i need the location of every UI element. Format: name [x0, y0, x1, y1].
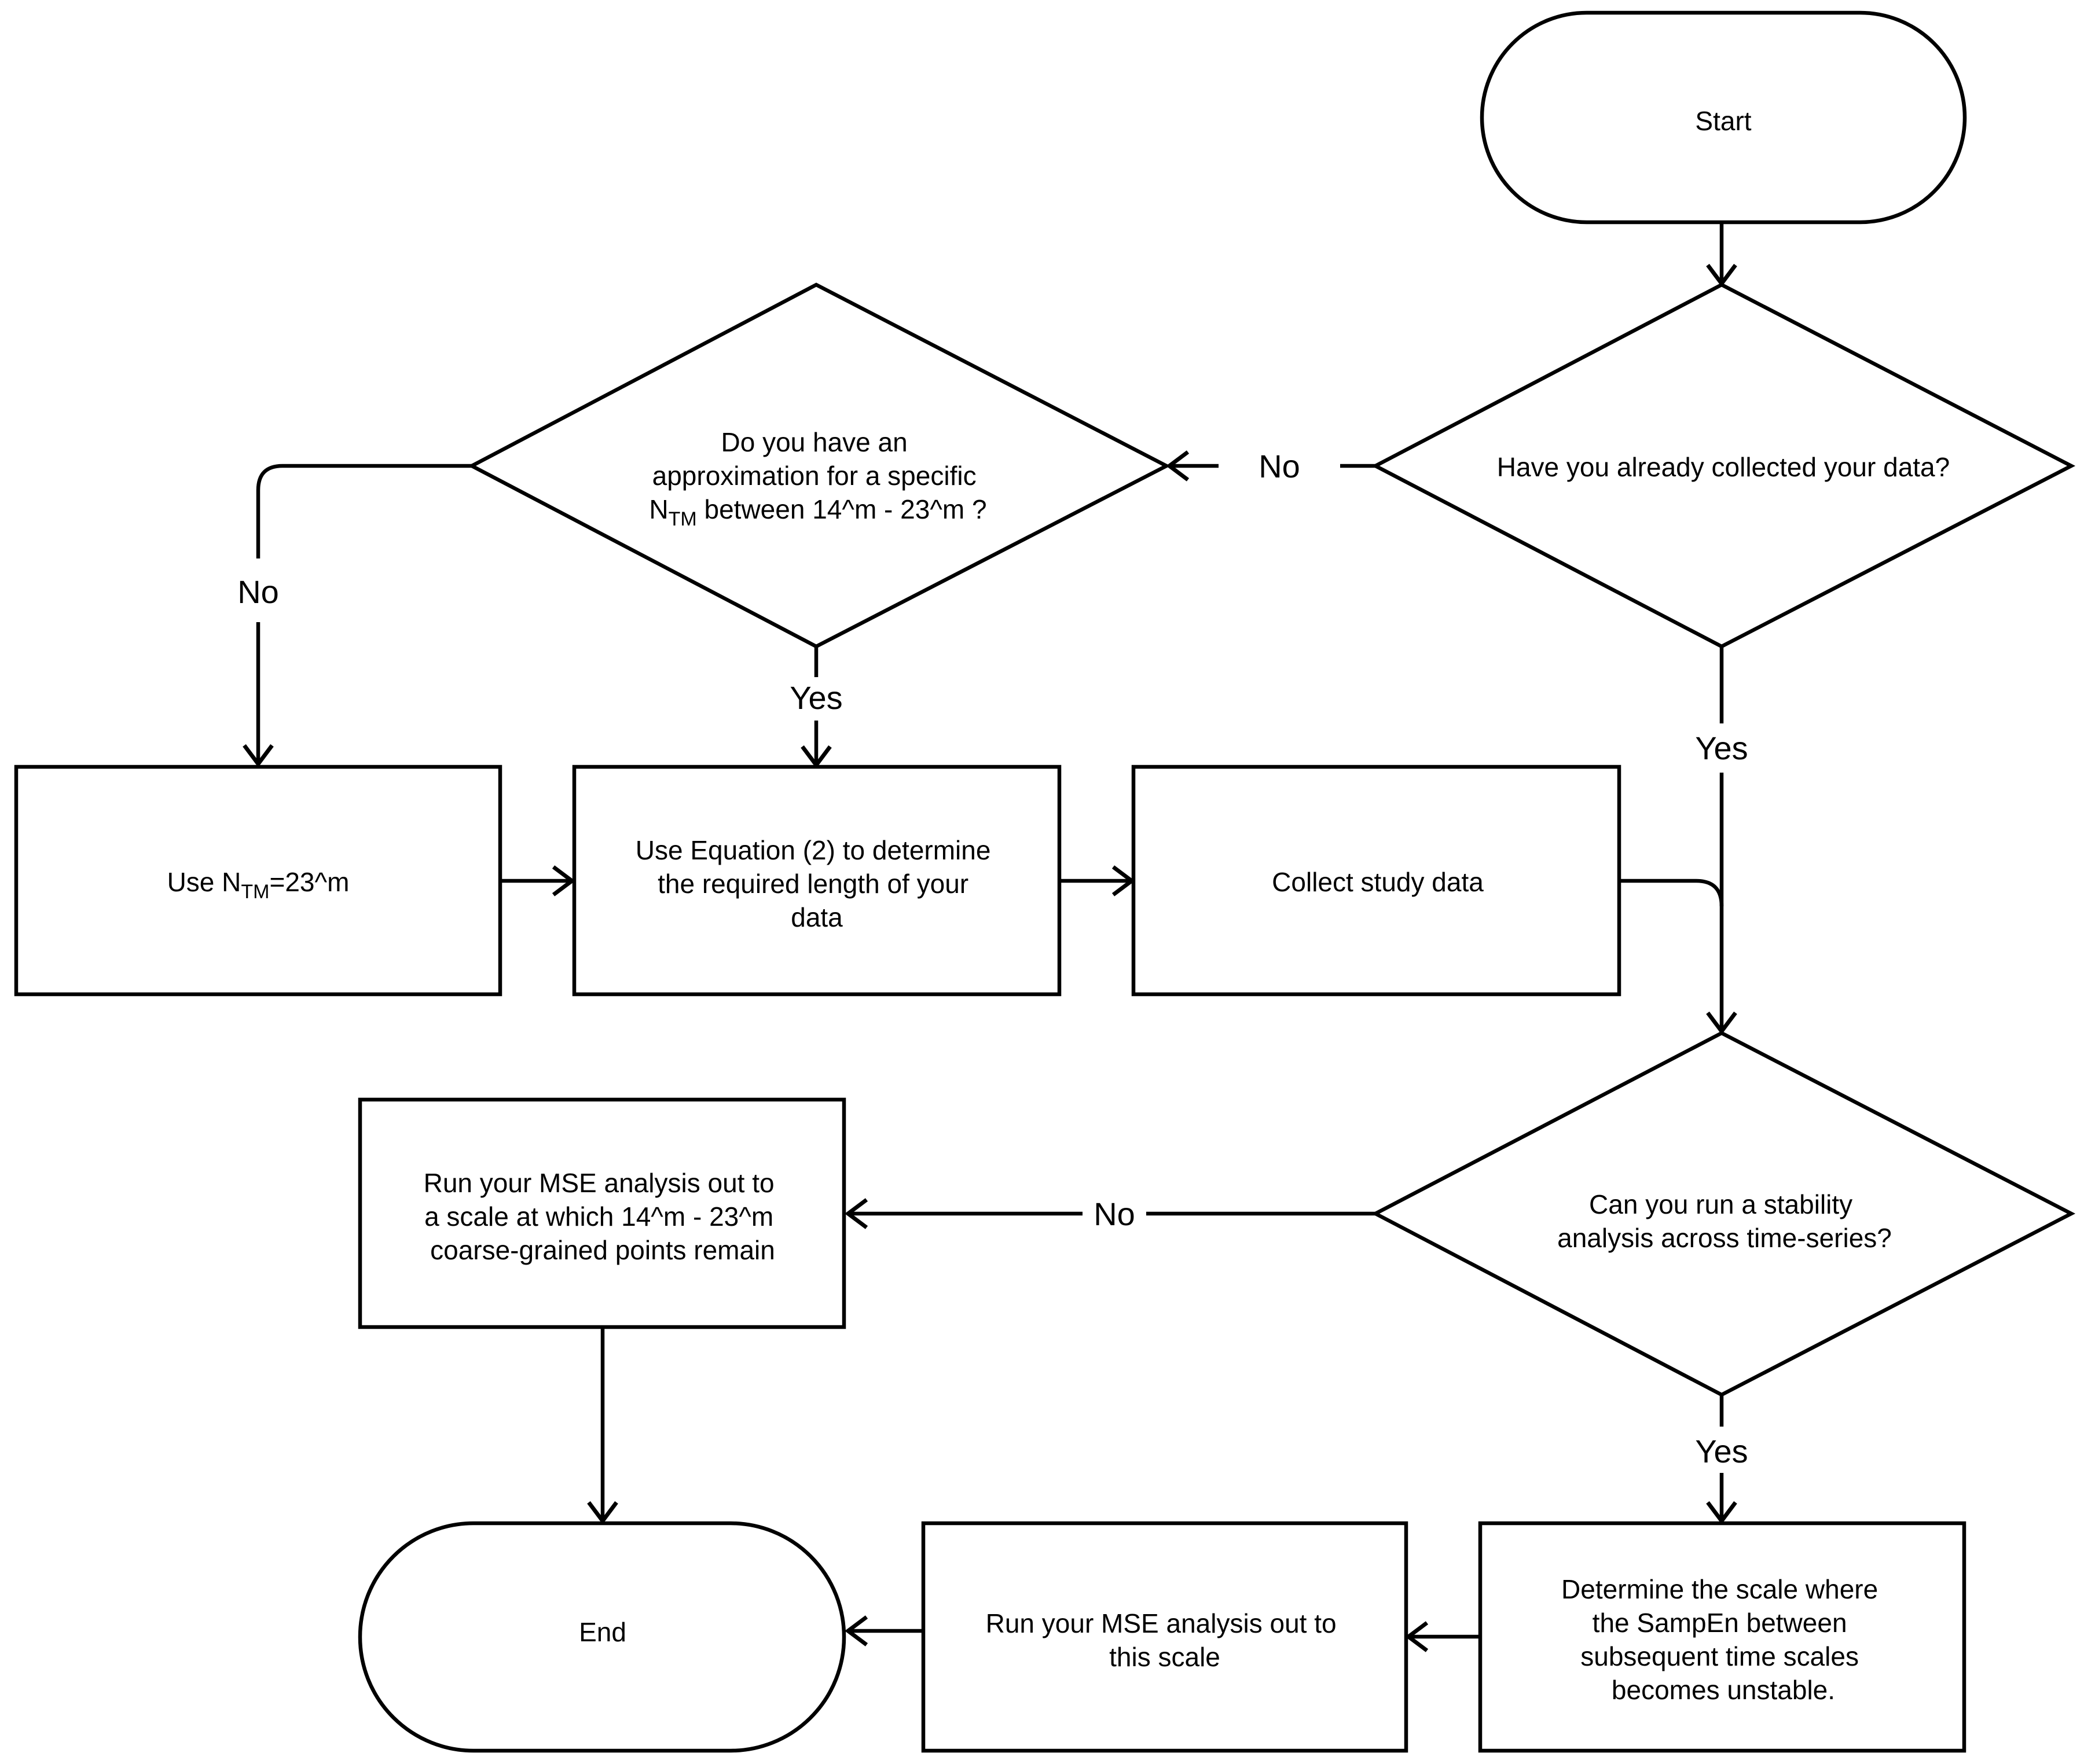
edge-stability-yes: [1706, 1395, 1737, 1524]
edge-approx-no: [243, 464, 472, 767]
determine-scale-node: Determine the scale where the SampEn bet…: [1478, 1521, 1966, 1753]
end-node: End: [358, 1521, 846, 1753]
edge-determine-to-run-scale: [1405, 1621, 1478, 1652]
label-approx-yes: Yes: [790, 679, 842, 716]
collect-data-label: Collect study data: [1272, 867, 1484, 897]
use-equation-label: Use Equation (2) to determine the requir…: [636, 835, 998, 932]
edge-run-scale-to-end: [845, 1615, 922, 1647]
edge-stability-no: [845, 1198, 1375, 1229]
edge-start-to-collected: [1706, 223, 1737, 287]
stability-decision-label: Can you run a stability analysis across …: [1557, 1189, 1892, 1253]
edge-collected-yes: [1706, 646, 1737, 1035]
edge-collect-to-stability: [1619, 879, 1724, 907]
start-label: Start: [1695, 106, 1751, 136]
label-collected-yes: Yes: [1695, 730, 1748, 766]
use-ntm-label: Use NTM=23^m: [167, 867, 350, 903]
edge-mse-points-to-end: [587, 1327, 618, 1524]
run-mse-scale-node: Run your MSE analysis out to this scale: [921, 1521, 1408, 1753]
collect-data-node: Collect study data: [1131, 765, 1621, 997]
approx-decision: Do you have an approximation for a speci…: [468, 282, 1171, 649]
run-mse-scale-label: Run your MSE analysis out to this scale: [986, 1608, 1344, 1672]
label-approx-no: No: [237, 574, 279, 610]
run-mse-points-label: Run your MSE analysis out to a scale at …: [424, 1168, 782, 1265]
determine-scale-label: Determine the scale where the SampEn bet…: [1561, 1574, 1885, 1705]
end-label: End: [579, 1617, 626, 1647]
use-ntm-node: Use NTM=23^m: [14, 765, 502, 997]
collected-decision: Have you already collected your data?: [1371, 282, 2076, 649]
label-collected-no: No: [1259, 448, 1300, 484]
label-stability-no: No: [1094, 1196, 1135, 1232]
collected-decision-label: Have you already collected your data?: [1497, 452, 1950, 482]
use-equation-node: Use Equation (2) to determine the requir…: [572, 765, 1062, 997]
approx-decision-label: Do you have an approximation for a speci…: [649, 427, 986, 530]
edge-equation-to-collect: [1059, 865, 1135, 896]
label-stability-yes: Yes: [1695, 1433, 1748, 1469]
run-mse-points-node: Run your MSE analysis out to a scale at …: [358, 1097, 846, 1329]
start-node: Start: [1480, 10, 1967, 225]
edge-ntm-to-equation: [500, 865, 575, 896]
stability-decision: Can you run a stability analysis across …: [1371, 1031, 2076, 1397]
